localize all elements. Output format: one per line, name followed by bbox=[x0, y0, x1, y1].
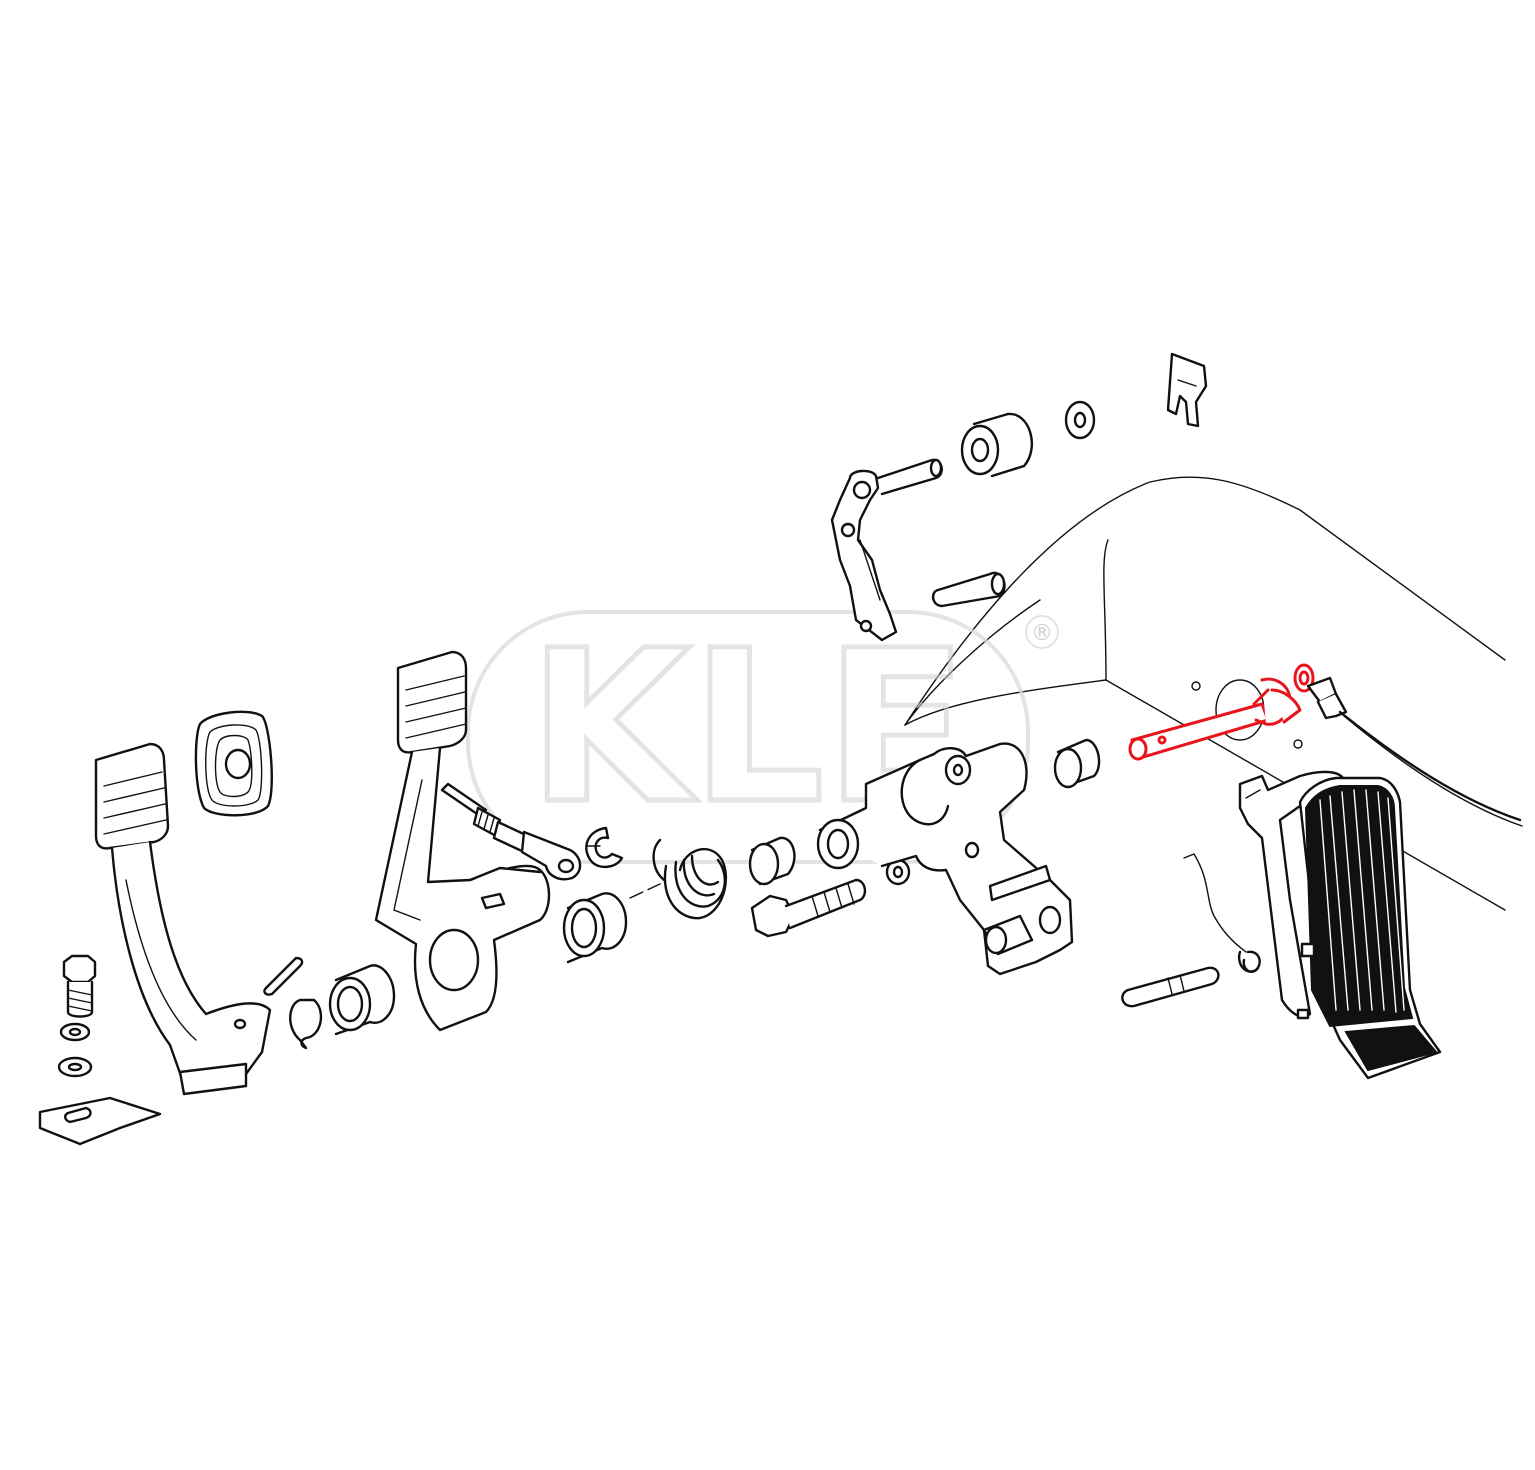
pin bbox=[876, 458, 943, 496]
floor-panel bbox=[904, 476, 1506, 911]
accelerator-spring bbox=[1183, 853, 1261, 973]
sleeve bbox=[748, 836, 796, 886]
bushing bbox=[1053, 738, 1101, 789]
circlip bbox=[289, 998, 323, 1050]
pedal-cluster-housing bbox=[816, 742, 1074, 976]
watermark-registered-mark: ® bbox=[1031, 621, 1053, 646]
pushrod-clevis bbox=[440, 782, 582, 881]
small-pin bbox=[263, 956, 304, 996]
washer bbox=[885, 858, 911, 886]
accelerator-pin bbox=[1121, 966, 1220, 1008]
spring-clip bbox=[1166, 352, 1208, 428]
accelerator-shaft bbox=[1128, 663, 1315, 761]
roller bbox=[960, 412, 1033, 478]
pin bbox=[931, 571, 1006, 608]
accelerator-cable bbox=[1306, 676, 1523, 827]
clutch-pedal bbox=[94, 742, 272, 1096]
return-spring bbox=[629, 838, 727, 920]
pedal-pad bbox=[194, 710, 273, 817]
linkage-lever bbox=[830, 469, 898, 642]
bolt-washers-plate bbox=[38, 954, 162, 1146]
accelerator-pedal bbox=[1238, 770, 1442, 1080]
mounting-holes bbox=[1191, 681, 1303, 749]
washer bbox=[1064, 400, 1096, 440]
bushing bbox=[328, 964, 396, 1036]
hex-bolt bbox=[750, 878, 867, 938]
e-clip bbox=[585, 826, 624, 869]
brake-pedal bbox=[374, 650, 551, 1032]
bushing bbox=[562, 892, 628, 964]
